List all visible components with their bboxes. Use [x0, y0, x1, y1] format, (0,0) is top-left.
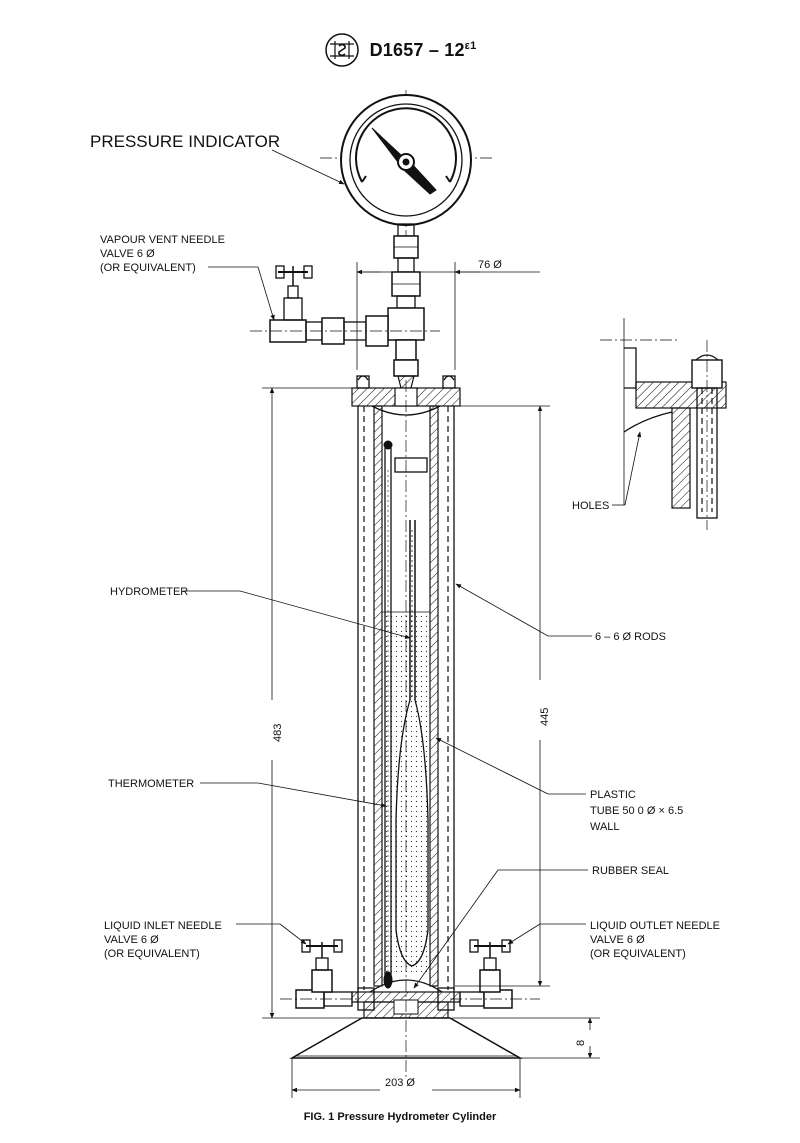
svg-text:8: 8	[575, 1040, 587, 1046]
svg-text:LIQUID OUTLET NEEDLE: LIQUID OUTLET NEEDLE	[590, 920, 720, 932]
pressure-gauge	[320, 90, 495, 240]
svg-text:VALVE 6 Ø: VALVE 6 Ø	[590, 934, 645, 946]
thermometer	[383, 440, 393, 989]
label-pressure-indicator: PRESSURE INDICATOR	[90, 132, 280, 151]
astm-logo	[324, 33, 359, 67]
dim-8: 8	[452, 1017, 600, 1059]
svg-text:VALVE 6 Ø: VALVE 6 Ø	[100, 248, 155, 260]
page-header: D1657 – 12ε1	[0, 30, 800, 70]
svg-text:483: 483	[272, 724, 284, 742]
standard-designation: D1657 – 12ε1	[369, 39, 477, 60]
svg-text:6 – 6 Ø RODS: 6 – 6 Ø RODS	[595, 631, 666, 643]
fittings-stack	[387, 235, 425, 393]
svg-text:VAPOUR VENT NEEDLE: VAPOUR VENT NEEDLE	[100, 234, 225, 246]
svg-text:WALL: WALL	[590, 821, 620, 833]
svg-text:PLASTIC: PLASTIC	[590, 789, 636, 801]
svg-text:HYDROMETER: HYDROMETER	[110, 586, 188, 598]
labels: PRESSURE INDICATOR VAPOUR VENT NEEDLE VA…	[90, 132, 720, 989]
dim-76: 76 Ø	[356, 259, 540, 370]
figure-caption: FIG. 1 Pressure Hydrometer Cylinder	[303, 1111, 497, 1123]
hydrometer	[395, 520, 429, 967]
svg-text:THERMOMETER: THERMOMETER	[108, 778, 194, 790]
svg-text:VALVE 6 Ø: VALVE 6 Ø	[104, 934, 159, 946]
svg-text:203 Ø: 203 Ø	[385, 1077, 415, 1089]
svg-text:(OR EQUIVALENT): (OR EQUIVALENT)	[590, 948, 686, 960]
dim-445: 445	[455, 405, 551, 987]
dim-483: 483	[262, 387, 362, 1019]
vapour-vent-valve	[250, 265, 440, 347]
svg-text:LIQUID INLET NEEDLE: LIQUID INLET NEEDLE	[104, 920, 222, 932]
liquid-inlet-valve	[280, 939, 360, 1009]
svg-text:(OR EQUIVALENT): (OR EQUIVALENT)	[104, 948, 200, 960]
bottom-assembly	[289, 380, 523, 1080]
svg-text:HOLES: HOLES	[572, 500, 609, 512]
svg-text:RUBBER SEAL: RUBBER SEAL	[592, 865, 669, 877]
svg-text:TUBE 50 0 Ø × 6.5: TUBE 50 0 Ø × 6.5	[590, 805, 683, 817]
cylinder-body	[357, 405, 455, 990]
svg-text:(OR EQUIVALENT): (OR EQUIVALENT)	[100, 262, 196, 274]
detail-holes-inset	[600, 318, 727, 530]
svg-text:445: 445	[539, 708, 551, 726]
dim-203: 203 Ø	[291, 1058, 521, 1098]
svg-text:76 Ø: 76 Ø	[478, 259, 502, 271]
liquid-outlet-valve	[450, 939, 540, 1009]
